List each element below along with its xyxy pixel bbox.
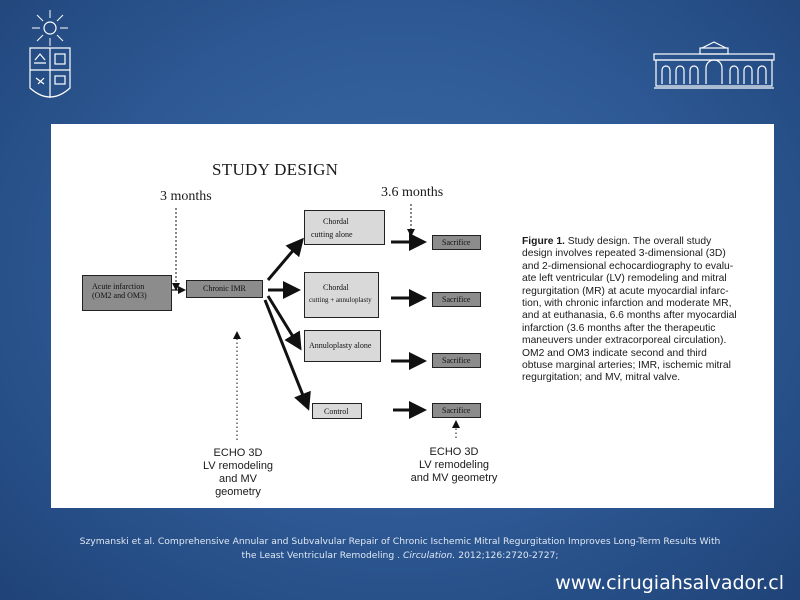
- acute-infarction-sublabel: (OM2 and OM3): [92, 291, 147, 300]
- echo-left-line2: LV remodeling: [202, 460, 274, 472]
- caption-line: OM2 and OM3 indicate second and third: [522, 347, 707, 359]
- citation-line1: Szymanski et al. Comprehensive Annular a…: [79, 536, 721, 547]
- time-label-3-6-months: 3.6 months: [381, 185, 444, 200]
- caption-line: ate left ventricular (LV) remodeling and…: [522, 273, 727, 285]
- sacrifice-label: Sacrifice: [442, 295, 471, 304]
- chordal-cutting-annuloplasty-box: Chordal cutting + annuloplasty: [304, 272, 379, 318]
- university-seal-icon: [29, 10, 71, 98]
- figure-caption: Figure 1. Study design. The overall stud…: [522, 236, 760, 385]
- caption-line-text: Study design. The overall study: [564, 236, 712, 247]
- chordal-cutting-annuloplasty-label: Chordal: [323, 283, 349, 292]
- citation-line2-tail: 2012;126:2720-2727;: [455, 550, 559, 561]
- caption-line: tion, with chronic infarction and modera…: [522, 298, 732, 310]
- caption-line: design involves repeated 3-dimensional (…: [522, 248, 726, 260]
- website-link[interactable]: www.cirugiahsalvador.cl: [555, 572, 784, 594]
- echo-left-line1: ECHO 3D: [213, 447, 263, 459]
- caption-line: infarction (3.6 months after the therape…: [522, 322, 716, 334]
- sacrifice-box: Sacrifice: [432, 353, 481, 368]
- acute-infarction-label: Acute infarction: [92, 282, 145, 291]
- diagram-title: STUDY DESIGN: [212, 160, 339, 179]
- annuloplasty-alone-box: Annuloplasty alone: [304, 330, 381, 362]
- sacrifice-label: Sacrifice: [442, 356, 471, 365]
- annuloplasty-alone-label: Annuloplasty alone: [309, 341, 372, 350]
- sacrifice-box: Sacrifice: [432, 403, 481, 418]
- caption-line: maneuvers under extracorporeal circulati…: [522, 335, 727, 347]
- echo-left-line3: and MV geometry: [215, 473, 261, 498]
- sacrifice-label: Sacrifice: [442, 406, 471, 415]
- citation-line2-text: the Least Ventricular Remodeling .: [241, 550, 403, 561]
- caption-figure-label: Figure 1.: [522, 236, 565, 247]
- caption-line: and 2-dimensional echocardiography to ev…: [522, 260, 734, 272]
- echo-right-label: ECHO 3D LV remodeling and MV geometry: [410, 446, 498, 485]
- echo-right-line2: LV remodeling: [418, 459, 490, 471]
- sacrifice-label: Sacrifice: [442, 238, 471, 247]
- citation-line2: the Least Ventricular Remodeling . Circu…: [40, 549, 760, 563]
- citation: Szymanski et al. Comprehensive Annular a…: [40, 535, 760, 563]
- chronic-imr-label: Chronic IMR: [203, 284, 246, 293]
- building-facade-icon: [653, 41, 775, 89]
- sacrifice-box: Sacrifice: [432, 235, 481, 250]
- chordal-cutting-alone-label: Chordal: [323, 217, 349, 226]
- caption-line: and at euthanasia, 6.6 months after myoc…: [522, 310, 737, 322]
- chronic-imr-box: Chronic IMR: [186, 280, 263, 298]
- acute-infarction-box: Acute infarction (OM2 and OM3): [82, 275, 172, 311]
- caption-line: Figure 1. Study design. The overall stud…: [522, 236, 760, 248]
- citation-journal: Circulation.: [402, 550, 456, 561]
- echo-right-line3: and MV geometry: [410, 472, 498, 484]
- control-label: Control: [324, 407, 349, 416]
- echo-right-line1: ECHO 3D: [429, 446, 479, 458]
- chordal-cutting-annuloplasty-sublabel: cutting + annuloplasty: [309, 296, 372, 304]
- caption-line: obtuse marginal arteries; IMR, ischemic …: [522, 360, 731, 372]
- echo-left-label: ECHO 3D LV remodeling and MV geometry: [196, 447, 280, 499]
- caption-line: regurgitation; and MV, mitral valve.: [522, 372, 681, 384]
- caption-line: regurgitation (MR) at acute myocardial i…: [522, 285, 729, 297]
- time-label-3-months: 3 months: [160, 189, 212, 204]
- sacrifice-box: Sacrifice: [432, 292, 481, 307]
- chordal-cutting-alone-box: Chordal cutting alone: [304, 210, 385, 245]
- figure-panel: [51, 124, 774, 508]
- chordal-cutting-alone-sublabel: cutting alone: [311, 230, 353, 239]
- control-box: Control: [312, 403, 362, 419]
